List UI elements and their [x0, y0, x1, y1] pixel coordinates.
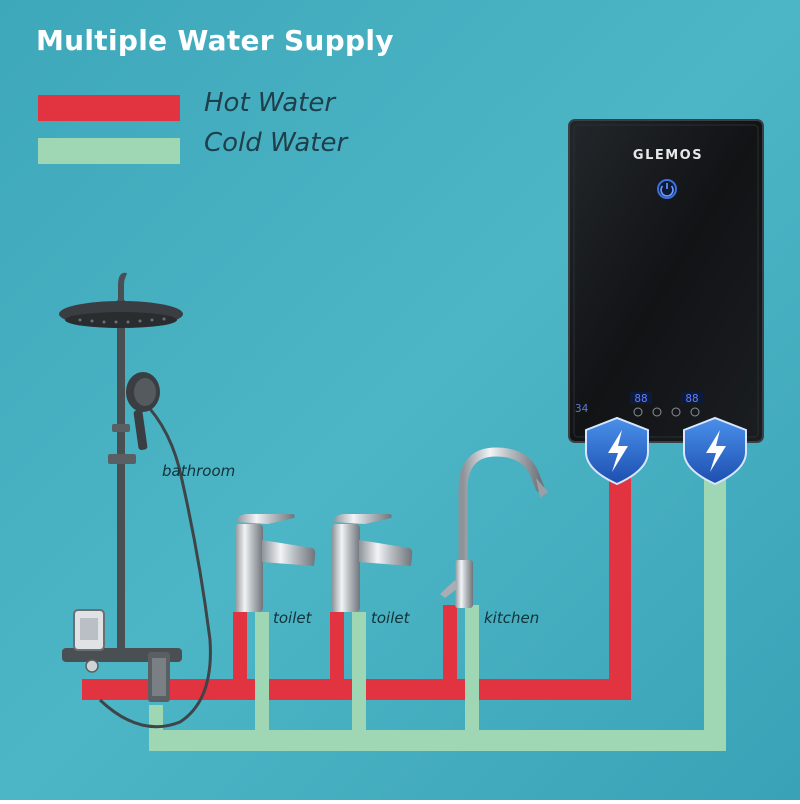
shower-rod [117, 300, 125, 660]
cold-water-pipes [149, 468, 726, 751]
cold-pipe-branch [465, 605, 479, 732]
display-digits-left [630, 392, 652, 404]
hot-pipe-branch [330, 612, 344, 682]
display-button [633, 407, 643, 417]
faucet-body [332, 524, 360, 612]
cold-pipe-branch [255, 612, 269, 732]
display-button [690, 407, 700, 417]
fixture-label-toilet-1: toilet [273, 609, 312, 627]
legend-swatch-cold [38, 138, 180, 164]
cold-pipe-main [149, 730, 726, 751]
display-button [671, 407, 681, 417]
cold-pipe-riser [704, 468, 726, 751]
legend-swatch-hot [38, 95, 180, 121]
lightning-shield-icon [683, 416, 747, 486]
faucet-lever [333, 514, 392, 524]
fixture-label-toilet-2: toilet [371, 609, 410, 627]
mixer-handle-face [152, 658, 166, 696]
display-digits-left-text: 88 [634, 392, 647, 405]
faucet-spout [262, 540, 316, 566]
rain-shower-face [65, 312, 177, 328]
basin-faucet-icon [235, 514, 316, 612]
faucet-spout [359, 540, 413, 566]
display-button [652, 407, 662, 417]
thermostat-display [80, 618, 98, 640]
faucet-body [235, 524, 263, 612]
kitchen-aerator [536, 478, 548, 498]
diverter-knob [85, 659, 99, 673]
heater-brand-logo: GLEMOS [632, 148, 704, 163]
kitchen-gooseneck [458, 447, 545, 597]
cold-pipe-branch [149, 705, 163, 735]
shower-system-icon [59, 272, 212, 729]
lightning-shield-icon [585, 416, 649, 486]
shower-hose [98, 398, 212, 729]
heater-display: 88 88 [630, 392, 703, 417]
kitchen-faucet-lever [440, 580, 458, 598]
hand-shower-handle [133, 409, 148, 450]
display-digits-right [681, 392, 703, 404]
fixture-label-bathroom: bathroom [162, 462, 236, 480]
basin-faucet-icon [332, 514, 413, 612]
legend-label-hot: Hot Water [204, 88, 336, 118]
hot-pipe-branch [443, 605, 457, 682]
shower-holder [112, 424, 130, 432]
rain-shower-nozzles [78, 317, 166, 324]
heater-bezel [573, 124, 759, 438]
hot-pipe-riser [609, 468, 631, 700]
legend-label-cold: Cold Water [204, 128, 348, 158]
water-heater: 88 88 [568, 119, 764, 443]
kitchen-faucet-base [455, 560, 473, 608]
page-title: Multiple Water Supply [36, 24, 394, 57]
kitchen-faucet-icon [440, 447, 548, 608]
faucet-lever [236, 514, 295, 524]
heater-body [568, 119, 764, 443]
shower-slider [108, 454, 136, 464]
heater-temperature-readout: 34 [575, 402, 589, 415]
display-digits-right-text: 88 [685, 392, 698, 405]
power-icon-glyph [660, 183, 674, 197]
fixture-label-kitchen: kitchen [484, 609, 540, 627]
hand-shower-face [134, 378, 156, 406]
hot-pipe-branch [233, 612, 247, 682]
shower-arm [118, 272, 128, 305]
cold-pipe-branch [352, 612, 366, 732]
